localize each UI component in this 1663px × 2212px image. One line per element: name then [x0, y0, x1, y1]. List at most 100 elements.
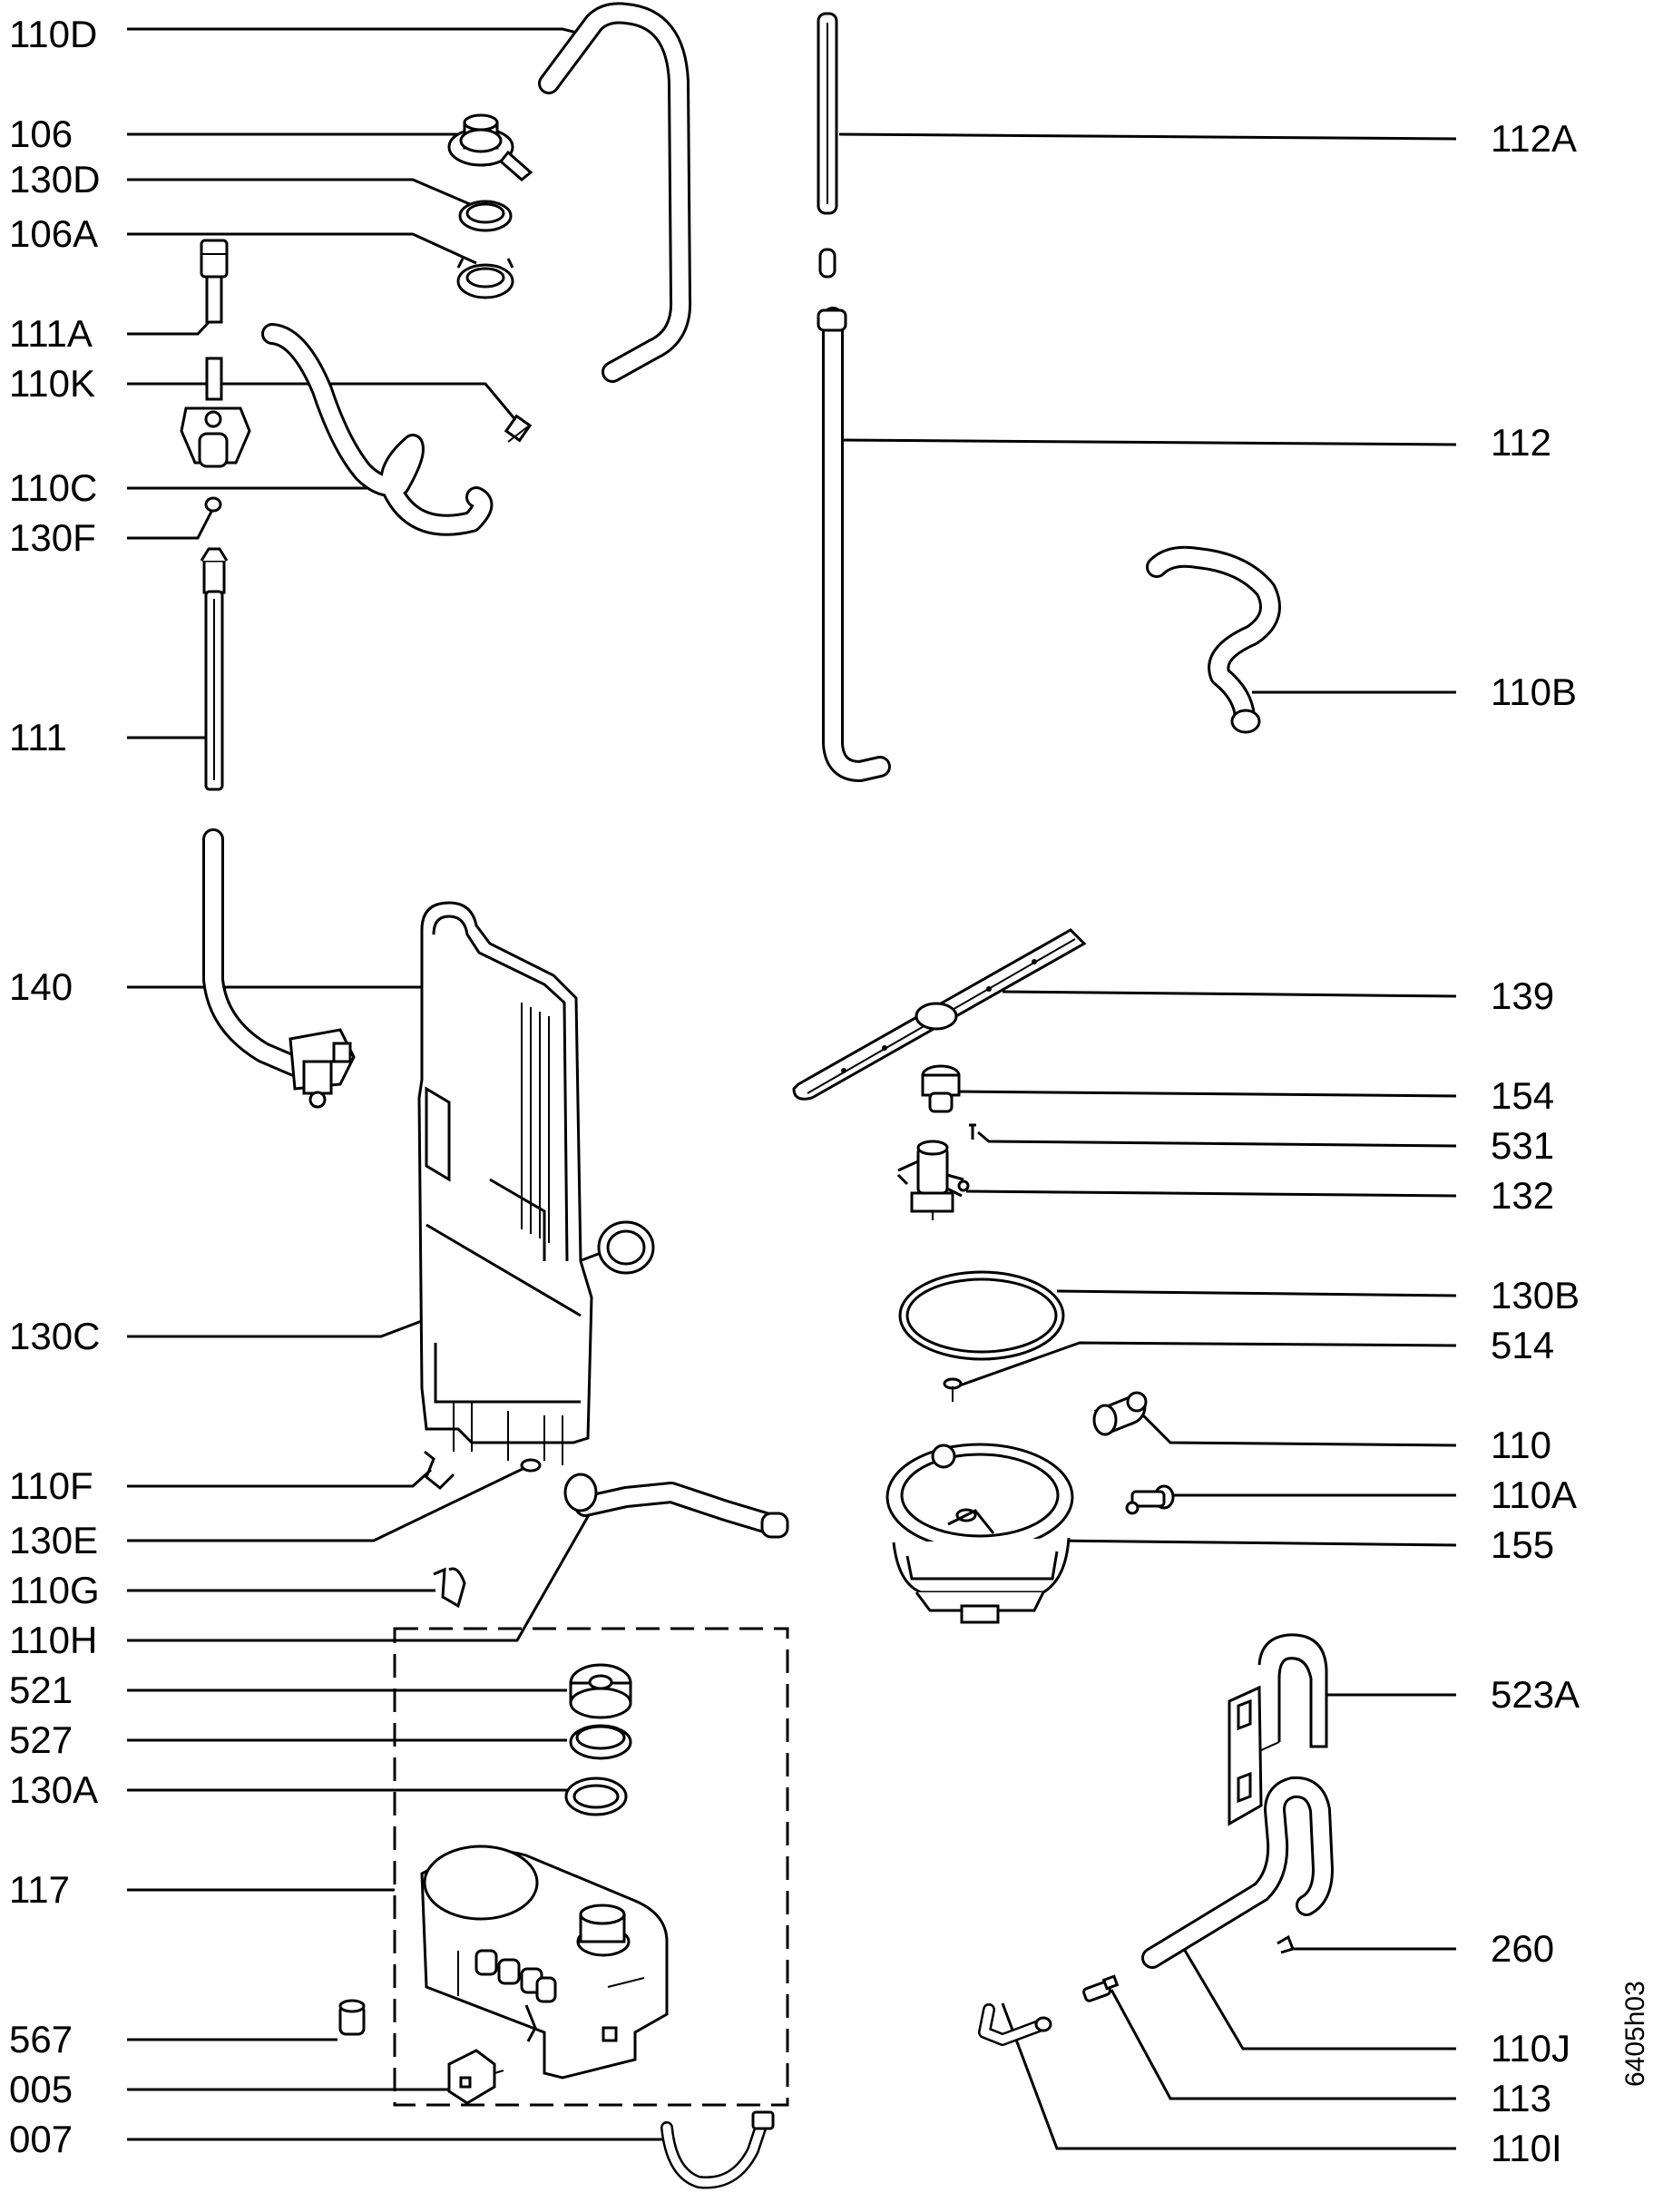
part-tube-joint	[818, 248, 836, 279]
part-113-connector	[1082, 1974, 1120, 2002]
leader-130E	[127, 1466, 525, 1542]
leader-154	[952, 1090, 1457, 1098]
part-130E-ring	[520, 1458, 542, 1473]
leader-110K	[127, 382, 519, 423]
label-110K: 110K	[9, 362, 95, 405]
part-130C-seal	[597, 1220, 655, 1275]
label-106A: 106A	[9, 212, 98, 255]
part-110A-nozzle	[1125, 1484, 1175, 1515]
softener-group-outline	[393, 1627, 789, 2107]
label-110I: 110I	[1491, 2127, 1562, 2169]
part-531-screw	[969, 1123, 976, 1140]
label-110D: 110D	[9, 13, 97, 55]
label-155: 155	[1491, 1523, 1554, 1566]
leader-130B	[1056, 1289, 1457, 1297]
label-130B: 130B	[1491, 1274, 1580, 1316]
leader-139	[1002, 990, 1457, 998]
label-132: 132	[1491, 1174, 1554, 1217]
label-567: 567	[9, 2018, 73, 2060]
label-110: 110	[1491, 1424, 1551, 1466]
leader-112	[838, 438, 1457, 446]
label-154: 154	[1491, 1074, 1554, 1117]
part-140-valve-hose	[202, 828, 356, 1109]
left-labels: 110D 106 130D 106A 111A 110K 110C 130F 1…	[9, 13, 100, 2160]
part-110-connector	[1092, 1391, 1148, 1436]
label-130F: 130F	[9, 516, 96, 559]
label-110G: 110G	[9, 1569, 100, 1611]
label-110F: 110F	[9, 1464, 93, 1507]
part-106-cap	[447, 113, 533, 181]
part-005-sensor	[447, 2049, 504, 2105]
label-531: 531	[1491, 1124, 1554, 1167]
leader-lines-right	[838, 132, 1457, 2150]
part-130A-ring	[564, 1776, 628, 1816]
leader-110H	[127, 1512, 592, 1642]
part-112-tube	[817, 307, 891, 782]
leader-514	[956, 1341, 1457, 1388]
leader-110J	[1182, 1948, 1456, 2051]
label-521: 521	[9, 1669, 73, 1711]
label-112: 112	[1491, 421, 1551, 464]
leader-110	[1137, 1409, 1457, 1447]
leader-110I	[1001, 2002, 1456, 2150]
label-527: 527	[9, 1718, 73, 1761]
part-155-sump	[885, 1443, 1074, 1624]
label-117: 117	[9, 1868, 70, 1911]
label-111A: 111A	[9, 312, 93, 355]
part-110G-clip	[433, 1567, 466, 1609]
part-154-nut	[921, 1064, 961, 1113]
part-110I-hose	[978, 2003, 1052, 2046]
leader-113	[1110, 1989, 1456, 2100]
leader-130F	[127, 507, 215, 540]
part-514-screw	[943, 1377, 963, 1402]
part-260-clip	[1277, 1934, 1295, 1954]
label-110J: 110J	[1491, 2027, 1570, 2070]
leader-110F	[127, 1468, 433, 1488]
label-130C: 130C	[9, 1315, 100, 1357]
part-111A-connector	[200, 239, 229, 324]
leader-112A	[838, 132, 1457, 141]
label-130E: 130E	[9, 1519, 98, 1561]
leader-106A	[127, 232, 477, 265]
part-110C-hose	[261, 323, 494, 536]
part-132-bracket	[896, 1140, 970, 1220]
part-112A-tube	[817, 12, 838, 215]
label-106: 106	[9, 113, 73, 155]
part-527-ring	[569, 1724, 632, 1760]
part-007-cable	[660, 2110, 775, 2189]
part-111-tube	[200, 547, 229, 791]
part-110J-hose	[1141, 1776, 1334, 1969]
part-139-spray-arm	[792, 928, 1087, 1101]
label-130D: 130D	[9, 158, 100, 201]
part-130B-seal	[898, 1270, 1065, 1361]
label-110B: 110B	[1491, 670, 1577, 713]
part-110B-hose	[1146, 545, 1281, 734]
part-110H-hose	[563, 1473, 789, 1539]
label-111: 111	[9, 716, 67, 759]
label-523A: 523A	[1491, 1673, 1580, 1716]
part-130F-ring	[204, 496, 222, 513]
leader-130D	[127, 178, 477, 209]
label-260: 260	[1491, 1927, 1554, 1970]
label-110A: 110A	[1491, 1473, 1577, 1516]
part-521-cap	[569, 1663, 632, 1719]
part-110K-connector	[504, 414, 533, 443]
leader-111A	[127, 316, 215, 336]
part-523A-bracket	[1228, 1633, 1328, 1826]
part-140-plate	[417, 901, 593, 1465]
leader-lines-left	[127, 27, 662, 2141]
part-110D-hose	[538, 2, 692, 383]
label-005: 005	[9, 2068, 73, 2110]
label-514: 514	[1491, 1324, 1554, 1366]
leader-110D	[127, 27, 592, 38]
label-110C: 110C	[9, 466, 97, 509]
label-140: 140	[9, 965, 73, 1008]
right-labels: 112A 112 110B 139 154 531 132 130B 514 1…	[1491, 117, 1580, 2169]
label-139: 139	[1491, 974, 1554, 1017]
part-130D-ring	[458, 200, 513, 232]
leader-132	[965, 1189, 1457, 1198]
label-130A: 130A	[9, 1768, 98, 1811]
leader-531	[977, 1130, 1457, 1148]
part-567-cap	[338, 1999, 366, 2036]
